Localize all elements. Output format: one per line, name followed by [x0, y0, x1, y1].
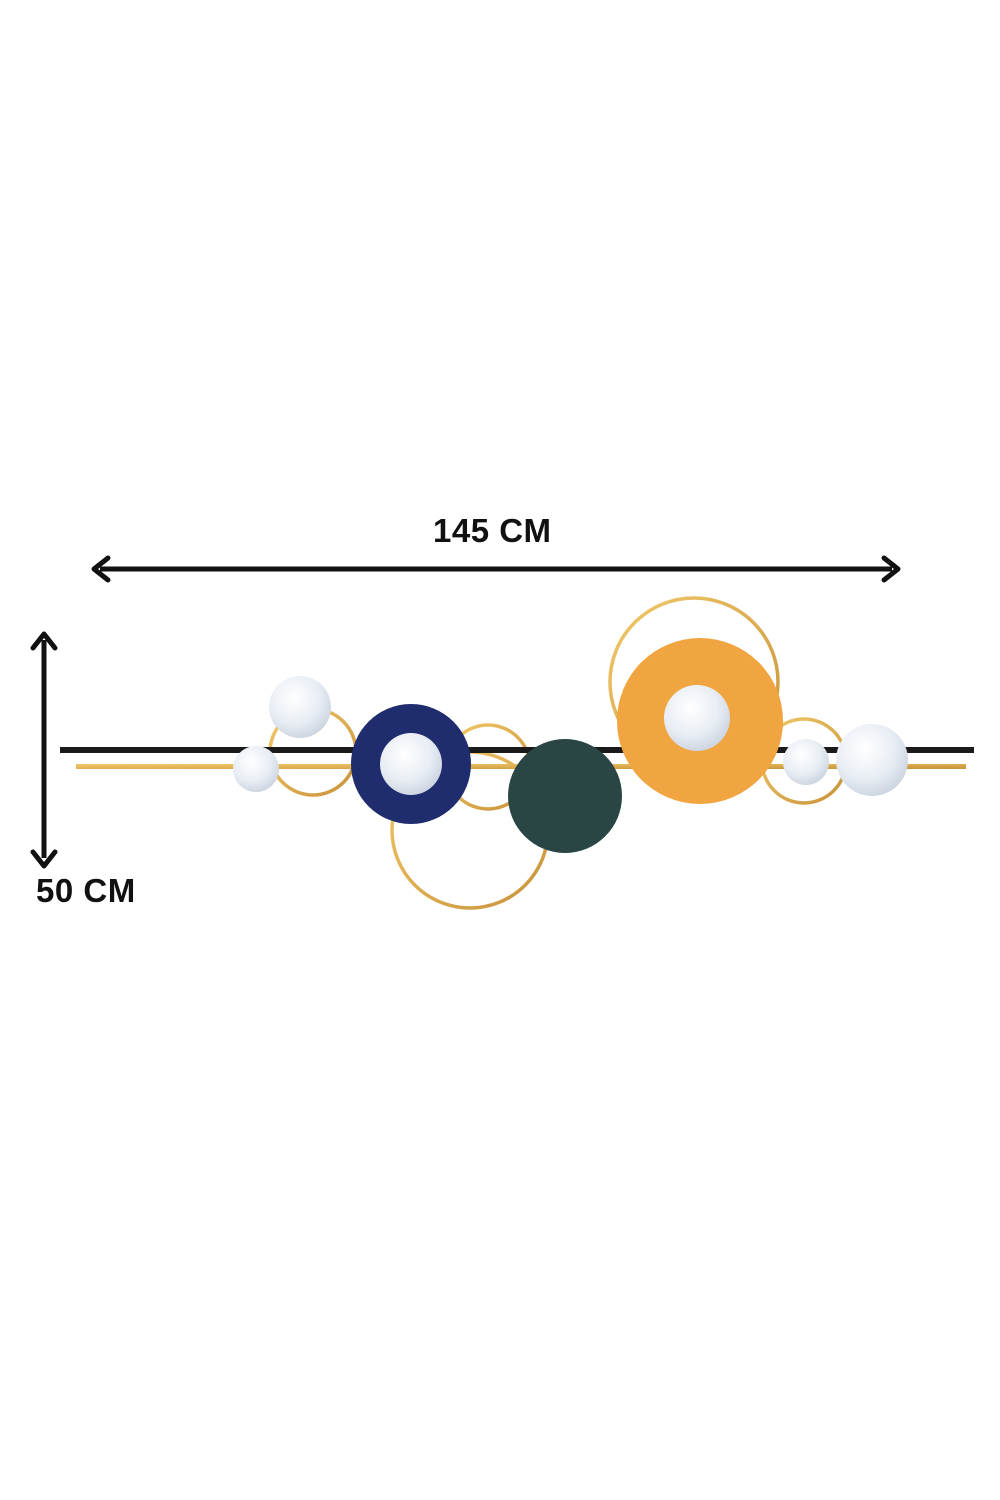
- height-arrow: [30, 631, 58, 869]
- mirror-disc: [836, 724, 908, 796]
- teal-disc: [508, 739, 622, 853]
- mirror-disc: [380, 733, 442, 795]
- black-bar: [60, 747, 974, 753]
- width-dimension-label: 145 CM: [433, 512, 552, 549]
- height-dimension-label: 50 CM: [36, 872, 136, 909]
- mirror-disc: [664, 685, 730, 751]
- width-arrow: [91, 555, 901, 583]
- mirror-disc: [783, 739, 829, 785]
- mirror-disc: [269, 676, 331, 738]
- mirror-disc: [233, 746, 279, 792]
